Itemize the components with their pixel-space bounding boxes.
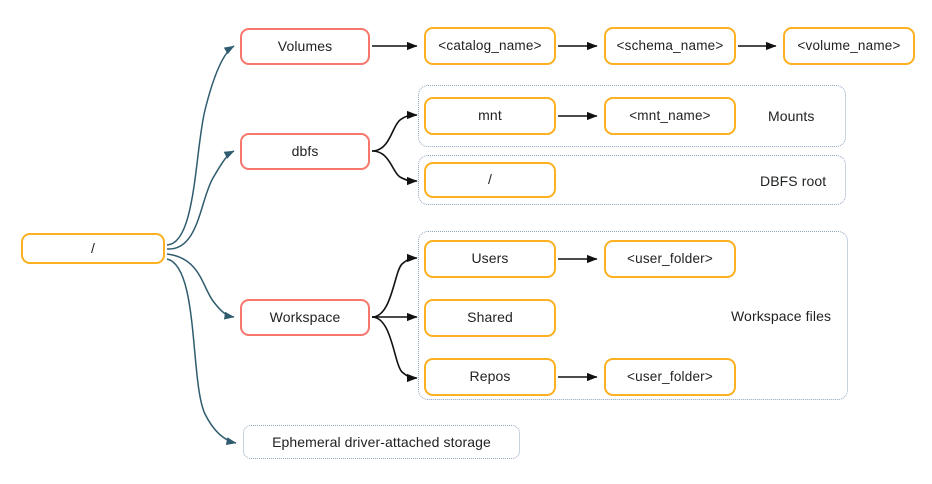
node-users-folder[interactable]: <user_folder> [604, 240, 736, 278]
node-catalog-name[interactable]: <catalog_name> [424, 27, 556, 65]
workspace-files-group-label: Workspace files [731, 308, 832, 324]
mounts-group-label: Mounts [768, 108, 815, 124]
node-volume-name-label: <volume_name> [797, 37, 901, 53]
node-dbfs-label: dbfs [291, 142, 319, 159]
branch-edges [371, 110, 418, 383]
node-users[interactable]: Users [424, 240, 556, 278]
node-dbfs[interactable]: dbfs [240, 133, 370, 170]
mounts-group [418, 85, 846, 147]
node-volumes-label: Volumes [277, 37, 333, 54]
node-shared-label: Shared [467, 309, 513, 326]
edge-root-to-volumes [166, 45, 235, 246]
root-edges [166, 45, 237, 445]
dbfs-root-group-label: DBFS root [760, 173, 827, 189]
node-mnt[interactable]: mnt [424, 97, 556, 135]
node-dbfs-root-slash[interactable]: / [424, 162, 556, 198]
node-ephemeral-storage[interactable]: Ephemeral driver-attached storage [243, 425, 520, 459]
workspace-files-group [418, 231, 848, 400]
node-users-label: Users [471, 250, 509, 267]
edge-workspace-to-users [371, 253, 418, 318]
node-volumes[interactable]: Volumes [240, 28, 370, 65]
node-catalog-name-label: <catalog_name> [438, 37, 542, 53]
edge-root-to-dbfs [166, 150, 235, 250]
node-workspace[interactable]: Workspace [240, 299, 370, 336]
root-node-label: / [91, 239, 95, 256]
dbfs-root-group [418, 155, 846, 205]
node-users-folder-label: <user_folder> [627, 250, 713, 266]
node-repos-folder-label: <user_folder> [627, 368, 713, 384]
node-volume-name[interactable]: <volume_name> [783, 27, 915, 65]
edge-root-to-ephemeral [166, 258, 237, 445]
node-repos-folder[interactable]: <user_folder> [604, 358, 736, 396]
node-repos[interactable]: Repos [424, 358, 556, 396]
node-mnt-name[interactable]: <mnt_name> [604, 97, 736, 135]
node-ephemeral-storage-label: Ephemeral driver-attached storage [272, 434, 491, 450]
edge-dbfs-to-mnt [371, 110, 418, 152]
node-mnt-name-label: <mnt_name> [629, 107, 711, 123]
edge-root-to-workspace [166, 253, 235, 320]
node-dbfs-root-slash-label: / [488, 171, 492, 188]
node-schema-name[interactable]: <schema_name> [604, 27, 736, 65]
node-mnt-label: mnt [478, 107, 502, 124]
node-workspace-label: Workspace [269, 308, 341, 325]
node-schema-name-label: <schema_name> [616, 37, 724, 53]
node-shared[interactable]: Shared [424, 299, 556, 337]
edge-workspace-to-repos [371, 316, 418, 383]
root-node[interactable]: / [21, 233, 165, 264]
node-repos-label: Repos [469, 368, 511, 385]
edge-dbfs-to-dbfsroot [371, 150, 418, 186]
